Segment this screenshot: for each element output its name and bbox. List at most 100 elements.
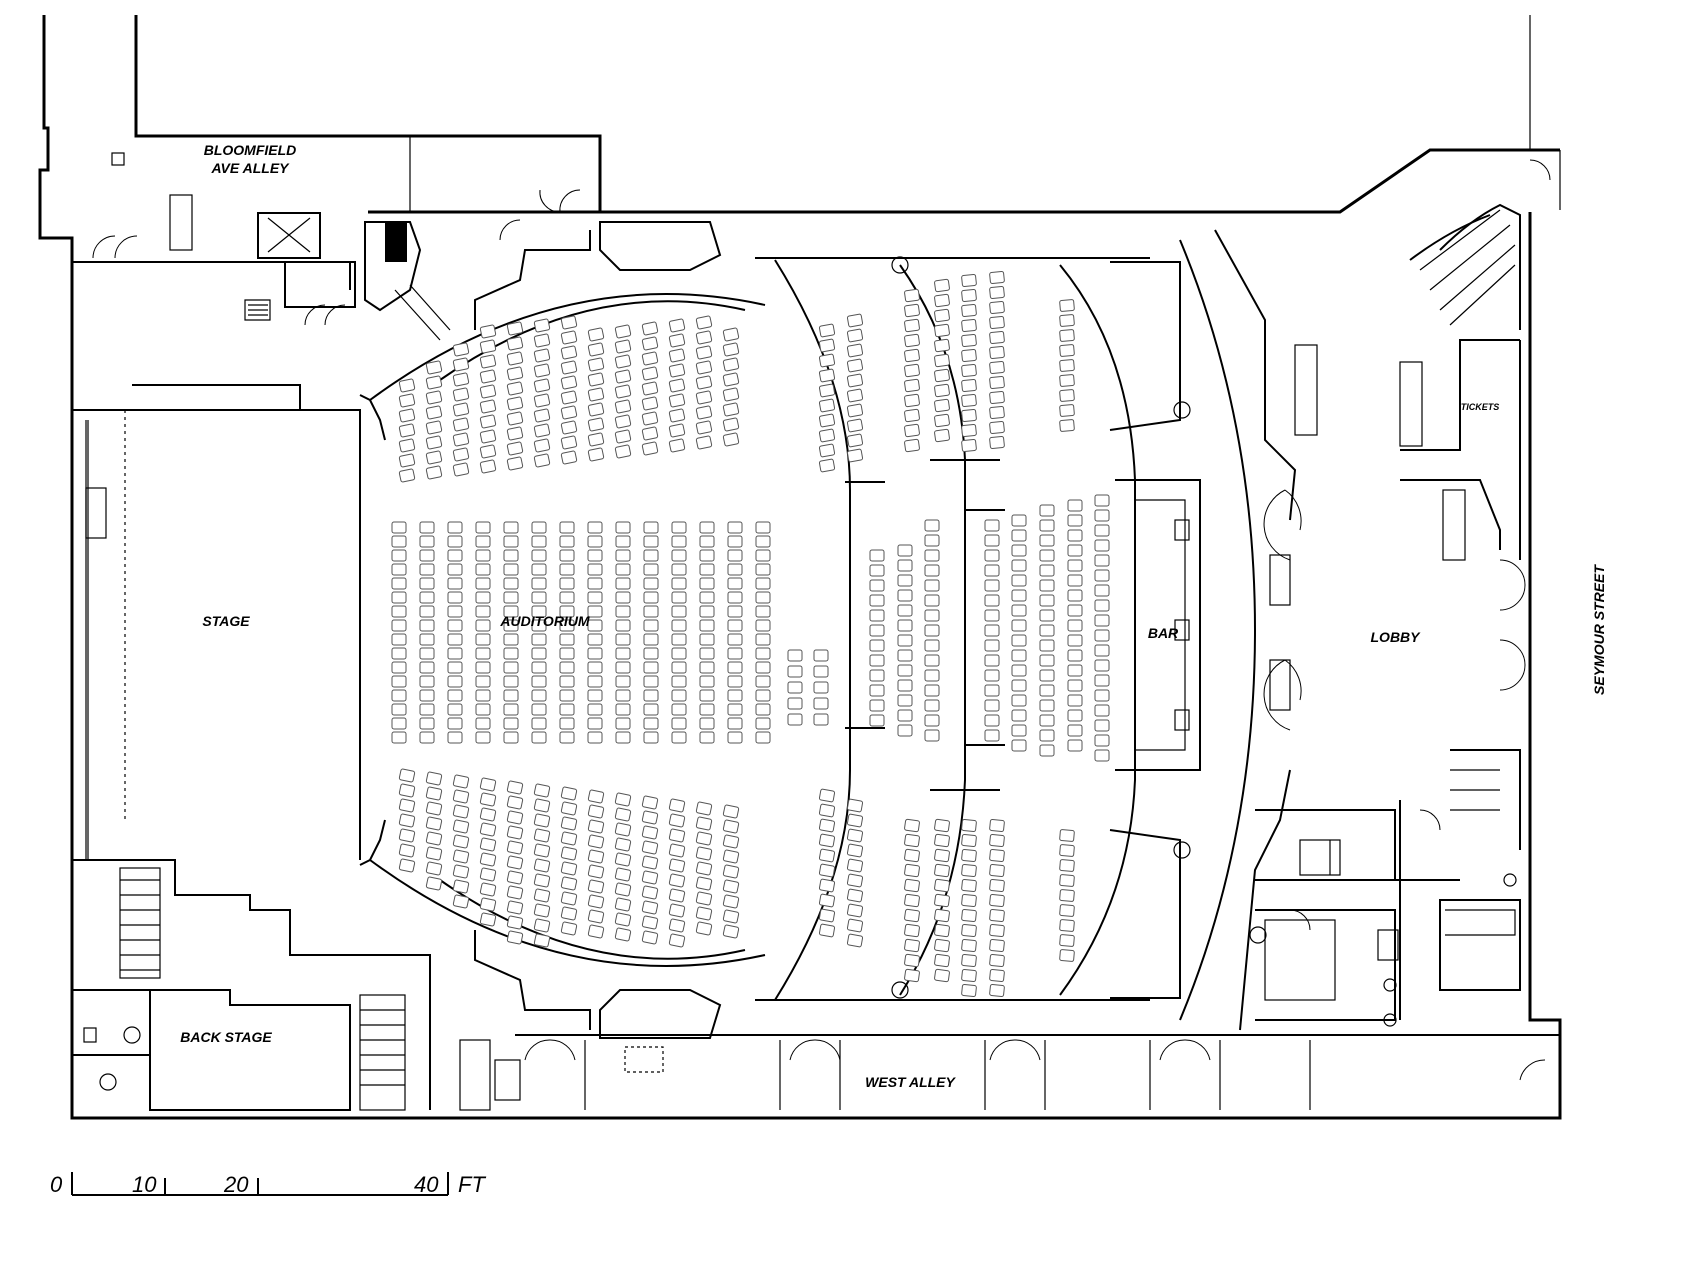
- seat: [699, 549, 715, 562]
- seat: [924, 594, 940, 607]
- seat: [419, 577, 435, 590]
- seat: [587, 675, 603, 688]
- seat: [533, 933, 551, 948]
- seat: [695, 435, 713, 450]
- seat: [924, 729, 940, 742]
- seat: [391, 605, 407, 618]
- seat: [1011, 559, 1027, 572]
- seat: [614, 897, 632, 912]
- seat: [447, 731, 463, 744]
- seat: [587, 661, 603, 674]
- seat: [641, 381, 659, 396]
- seat: [447, 577, 463, 590]
- seat: [755, 675, 771, 688]
- seat: [452, 372, 470, 387]
- seat: [479, 882, 497, 897]
- seat: [984, 684, 1000, 697]
- seat: [615, 689, 631, 702]
- seat: [587, 342, 605, 357]
- seat: [818, 908, 836, 923]
- seat: [503, 717, 519, 730]
- seat: [846, 418, 864, 433]
- seat: [398, 423, 416, 438]
- seat: [984, 639, 1000, 652]
- seat: [643, 605, 659, 618]
- seat: [818, 443, 836, 458]
- seat: [533, 438, 551, 453]
- seat: [846, 358, 864, 373]
- seat: [641, 366, 659, 381]
- seat: [984, 729, 1000, 742]
- seat: [668, 438, 686, 453]
- seat: [722, 327, 740, 342]
- seat: [818, 428, 836, 443]
- seat: [1059, 874, 1075, 887]
- seat: [587, 372, 605, 387]
- seat: [924, 564, 940, 577]
- seat: [643, 661, 659, 674]
- seat: [533, 423, 551, 438]
- seat: [559, 619, 575, 632]
- seat: [722, 432, 740, 447]
- seat: [818, 803, 836, 818]
- seat: [846, 433, 864, 448]
- seat: [419, 731, 435, 744]
- seat: [391, 647, 407, 660]
- seat: [727, 717, 743, 730]
- seat: [614, 339, 632, 354]
- seat: [904, 938, 920, 953]
- seat: [699, 731, 715, 744]
- seat: [989, 848, 1005, 863]
- seat: [897, 619, 913, 632]
- seat: [846, 388, 864, 403]
- seat: [989, 330, 1005, 345]
- seat: [533, 378, 551, 393]
- seat: [559, 535, 575, 548]
- seat: [531, 605, 547, 618]
- seat: [727, 689, 743, 702]
- seat: [615, 591, 631, 604]
- stage-room: [71, 261, 361, 860]
- seat: [1039, 699, 1055, 712]
- seat: [668, 888, 686, 903]
- seat: [961, 893, 977, 908]
- seat: [668, 318, 686, 333]
- backstage-rooms: [72, 859, 431, 1111]
- seat: [989, 893, 1005, 908]
- seat: [560, 435, 578, 450]
- seat: [506, 336, 524, 351]
- seat: [643, 703, 659, 716]
- seat: [419, 535, 435, 548]
- seat: [452, 804, 470, 819]
- seat: [961, 968, 977, 983]
- seat: [989, 833, 1005, 848]
- seat: [425, 465, 443, 480]
- seat: [961, 318, 977, 333]
- label-back-stage: BACK STAGE: [180, 1029, 272, 1045]
- seat: [727, 633, 743, 646]
- seat: [668, 423, 686, 438]
- seat: [1011, 649, 1027, 662]
- seat: [614, 429, 632, 444]
- auditorium-seating: [391, 270, 1110, 998]
- seat: [419, 633, 435, 646]
- seat: [699, 717, 715, 730]
- seat: [615, 633, 631, 646]
- seat: [447, 717, 463, 730]
- seat: [560, 345, 578, 360]
- seat: [668, 813, 686, 828]
- seat: [533, 348, 551, 363]
- seat: [452, 834, 470, 849]
- seat: [506, 915, 524, 930]
- seat: [1067, 619, 1083, 632]
- seat: [869, 579, 885, 592]
- seat: [643, 633, 659, 646]
- seat: [643, 577, 659, 590]
- seat: [643, 647, 659, 660]
- seat: [391, 675, 407, 688]
- seat: [641, 411, 659, 426]
- seat: [398, 453, 416, 468]
- seat: [961, 848, 977, 863]
- seat: [503, 521, 519, 534]
- seat: [1067, 664, 1083, 677]
